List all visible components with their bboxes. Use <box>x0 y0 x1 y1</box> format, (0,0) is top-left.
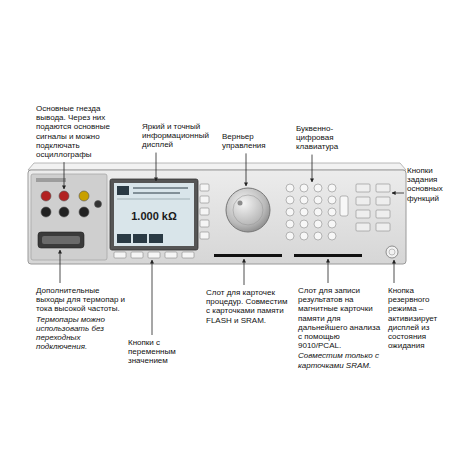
callout-label: Буквенно-цифровая клавиатура <box>296 124 368 152</box>
leader-line <box>246 153 247 186</box>
leader-line <box>328 259 329 283</box>
leader-line <box>152 260 153 335</box>
callout-note: Совместим только с карточками SRAM. <box>298 351 382 369</box>
leader-line <box>60 250 61 283</box>
callout-label: Кнопки задания основных функций <box>407 166 447 203</box>
leader-line <box>392 193 404 194</box>
callout-label: Яркий и точный информационный дисплей <box>142 122 218 150</box>
callout-label: Верньер управления <box>222 132 276 150</box>
callout-label: Дополнительные выходы для термопар и ток… <box>36 286 128 314</box>
leader-line <box>394 260 395 283</box>
leader-line <box>244 259 245 285</box>
callout-note: Термопары можно использовать без переход… <box>36 315 128 352</box>
display-readout: 1.000 kΩ <box>116 210 192 222</box>
callout-label: Слот для записи результатов на магнитные… <box>298 286 382 350</box>
callout-label: Основные гнезда вывода. Через них подают… <box>36 104 130 159</box>
callout-label: Слот для карточек процедур. Совместим с … <box>206 288 288 325</box>
callout-label: Кнопка резервного режима – активизирует … <box>388 286 446 350</box>
leader-line <box>156 153 157 181</box>
callout-label: Кнопки с переменным значением <box>128 338 194 366</box>
leader-line <box>64 162 65 189</box>
leader-line <box>312 155 313 182</box>
